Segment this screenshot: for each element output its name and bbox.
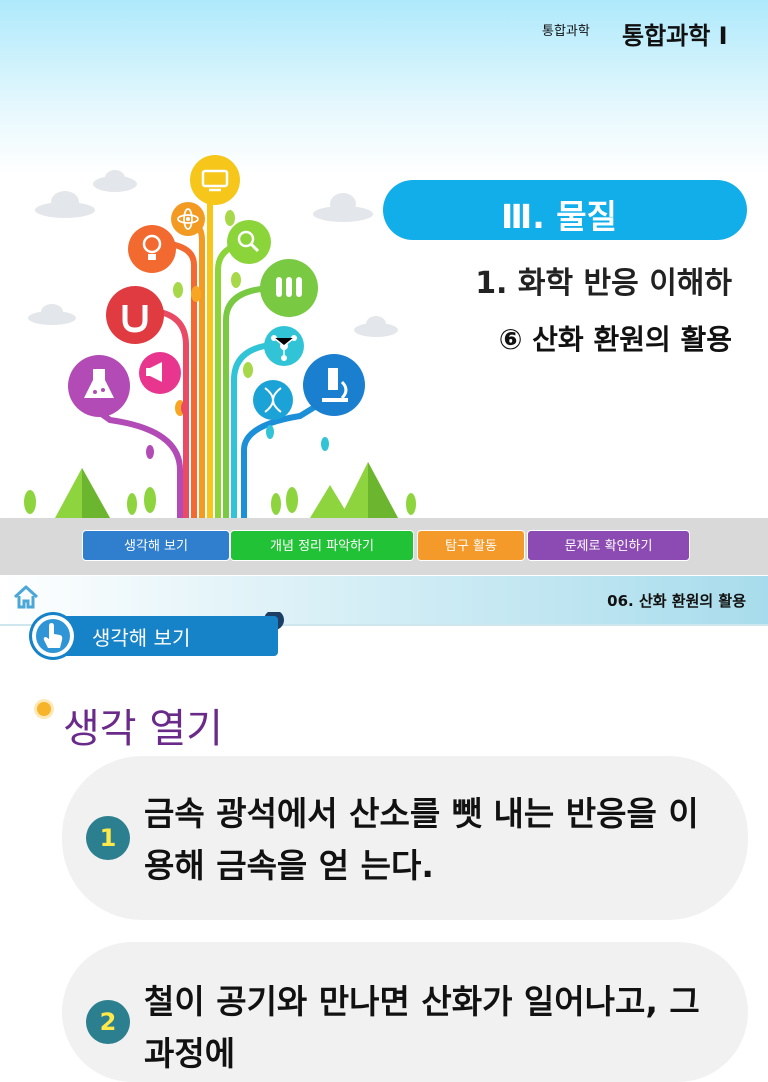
test-tubes-icon: [260, 259, 318, 317]
bullet-dot: [37, 702, 51, 716]
section-heading: 생각 열기: [63, 706, 223, 752]
title-banner: [0, 0, 768, 520]
navigation-bar: 생각해 보기 개념 정리 파악하기 탐구 활동 문제로 확인하기: [0, 518, 768, 575]
megaphone-icon: [139, 352, 181, 394]
nav-button-activity[interactable]: 탐구 활동: [417, 530, 525, 561]
unit-title: Ⅲ. 물질: [501, 197, 617, 236]
molecule-icon: [264, 326, 304, 366]
atom-icon: [171, 202, 205, 236]
dna-icon: [253, 380, 293, 420]
microscope-icon: [303, 354, 365, 416]
ground-decoration: [24, 462, 416, 518]
flask-icon: [68, 355, 130, 417]
monitor-icon: [190, 155, 240, 205]
home-icon[interactable]: [12, 584, 40, 610]
subject-small-label: 통합과학: [542, 24, 590, 39]
subject-title: 통합과학 Ⅰ: [622, 22, 728, 50]
item-text-1: 금속 광석에서 산소를 뺏 내는 반응을 이용해 금속을 얻 는다.: [144, 794, 699, 885]
think-tab[interactable]: [26, 612, 286, 664]
content-card-2: 2 철이 공기와 만나면 산화가 일어나고, 그 과정에: [62, 942, 748, 1082]
content-card-1: 1 금속 광석에서 산소를 뺏 내는 반응을 이용해 금속을 얻 는다.: [62, 756, 748, 920]
nav-button-quiz[interactable]: 문제로 확인하기: [527, 530, 690, 561]
magnet-icon: [106, 286, 164, 344]
hand-pointer-icon: [43, 623, 63, 648]
item-number-2: 2: [86, 1000, 130, 1044]
nav-button-think[interactable]: 생각해 보기: [82, 530, 230, 561]
unit-title-pill: Ⅲ. 물질: [383, 180, 747, 240]
item-number-1: 1: [86, 816, 130, 860]
section-title: ⑥ 산화 환원의 활용: [498, 323, 732, 356]
item-text-2: 철이 공기와 만나면 산화가 일어나고, 그 과정에: [144, 982, 700, 1073]
cloud-icon: [28, 170, 398, 337]
lesson-label: 06. 산화 환원의 활용: [607, 592, 746, 610]
think-tab-label: 생각해 보기: [92, 626, 191, 650]
magnifier-icon: [227, 220, 271, 264]
nav-button-concept[interactable]: 개념 정리 파악하기: [230, 530, 414, 561]
science-tree-illustration: [24, 155, 416, 520]
chapter-title: 1. 화학 반응 이해하: [475, 266, 732, 301]
bulb-icon: [128, 225, 176, 273]
